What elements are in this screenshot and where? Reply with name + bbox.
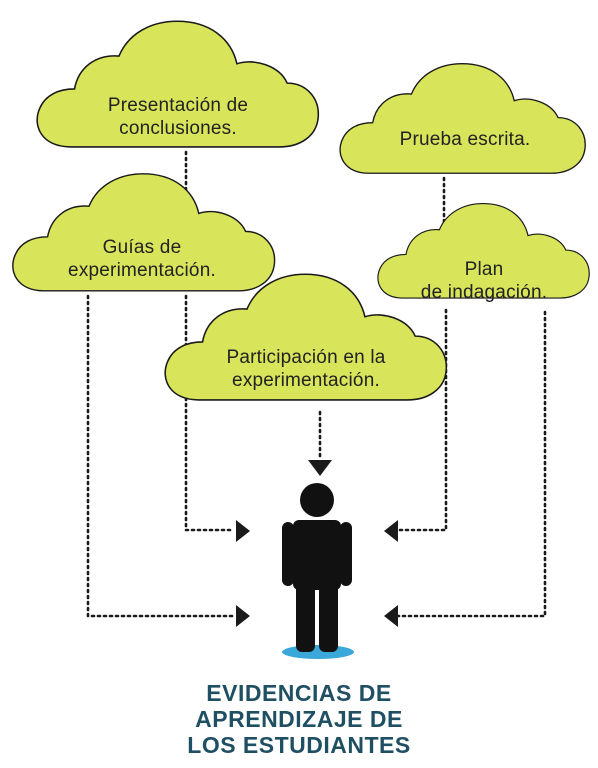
figure-shadow (282, 645, 354, 659)
cloud-label-presentacion-line2: conclusiones. (119, 118, 237, 139)
cloud-label-guias: Guías de experimentación. (26, 236, 258, 282)
cloud-label-guias-line1: Guías de (102, 237, 182, 258)
cloud-prueba (339, 63, 586, 174)
connector-plan-right (396, 310, 547, 618)
cloud-label-prueba: Prueba escrita. (362, 128, 568, 151)
cloud-label-plan-line1: Plan (464, 259, 504, 280)
diagram-caption: EVIDENCIAS DE APRENDIZAJE DE LOS ESTUDIA… (0, 680, 598, 758)
caption-line2: APRENDIZAJE DE (195, 706, 403, 732)
cloud-label-presentacion: Presentación de conclusiones. (62, 94, 294, 140)
arrow-left-icon (384, 520, 398, 542)
cloud-label-plan-line2: de indagación. (420, 282, 548, 303)
cloud-label-participacion: Participación en la experimentación. (184, 346, 428, 392)
cloud-label-participacion-line1: Participación en la (226, 347, 386, 368)
cloud-label-participacion-line2: experimentación. (232, 370, 380, 391)
student-person-icon (282, 483, 354, 659)
cloud-label-plan: Plan de indagación. (384, 258, 584, 304)
connector-plan-left (394, 308, 448, 532)
cloud-label-guias-line2: experimentación. (68, 260, 216, 281)
cloud-label-prueba-line1: Prueba escrita. (399, 129, 531, 150)
caption-line1: EVIDENCIAS DE (206, 680, 392, 706)
arrow-right-icon (236, 605, 250, 627)
arrow-down-icon (308, 460, 332, 476)
arrow-left-icon (384, 605, 398, 627)
arrow-right-icon (236, 520, 250, 542)
caption-line3: LOS ESTUDIANTES (187, 732, 411, 758)
connector-guias-left (86, 294, 236, 618)
cloud-label-presentacion-line1: Presentación de (107, 95, 249, 116)
